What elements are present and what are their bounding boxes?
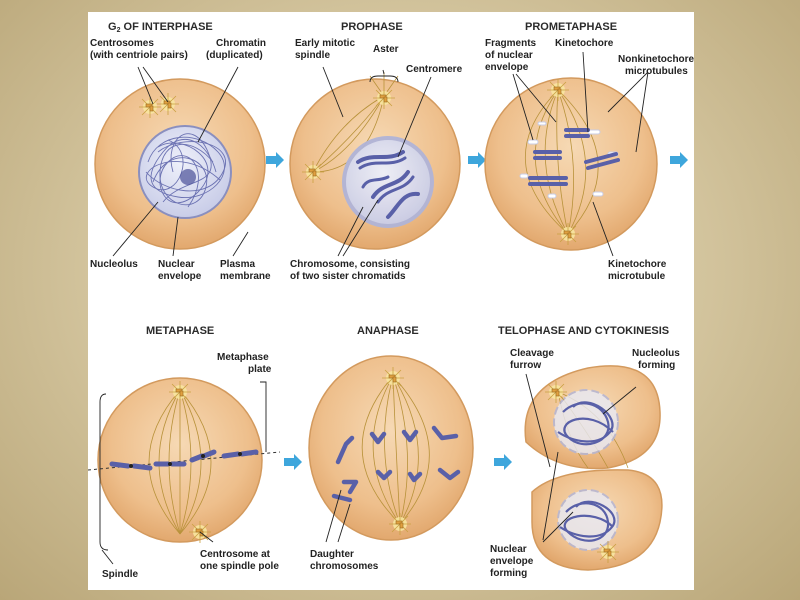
label-plasma-membrane-sub: membrane bbox=[220, 271, 271, 282]
centrosome-icon bbox=[596, 540, 620, 564]
prometaphase-title: PROMETAPHASE bbox=[525, 21, 617, 33]
label-aster: Aster bbox=[373, 44, 399, 55]
centrosome-icon bbox=[388, 512, 412, 536]
label-fragments-3: envelope bbox=[485, 62, 529, 73]
anaphase-title: ANAPHASE bbox=[357, 325, 419, 337]
label-cleavage-sub: furrow bbox=[510, 360, 541, 371]
label-nuclear-envelope-sub: envelope bbox=[158, 271, 202, 282]
label-centrosome-pole-sub: one spindle pole bbox=[200, 561, 279, 572]
label-nuclear-forming-3: forming bbox=[490, 568, 527, 579]
label-nuclear-forming-2: envelope bbox=[490, 556, 534, 567]
label-nuclear-forming: Nuclear bbox=[490, 544, 527, 555]
label-kinetochore-mt: Kinetochore bbox=[608, 259, 667, 270]
label-nucleolus: Nucleolus bbox=[90, 259, 138, 270]
label-early-spindle-sub: spindle bbox=[295, 50, 330, 61]
label-chromosome-sub: of two sister chromatids bbox=[290, 271, 406, 282]
anaphase-panel: ANAPHASE Daughter chromosomes bbox=[308, 325, 474, 572]
anaphase-spindle bbox=[361, 375, 430, 525]
g2-interphase-panel: G2 OF INTERPHASE Centrosomes (with centr… bbox=[90, 21, 271, 282]
label-nuclear-envelope: Nuclear bbox=[158, 259, 195, 270]
label-cleavage: Cleavage bbox=[510, 348, 554, 359]
label-metaphase-plate-sub: plate bbox=[248, 364, 272, 375]
centrosome-icon bbox=[301, 160, 325, 184]
label-chromosome: Chromosome, consisting bbox=[290, 259, 410, 270]
label-daughter-sub: chromosomes bbox=[310, 561, 379, 572]
arrow-right-icon bbox=[494, 454, 512, 470]
centrosome-icon bbox=[168, 380, 192, 404]
prophase-nucleus bbox=[342, 136, 434, 228]
metaphase-chromosomes bbox=[109, 449, 259, 471]
label-nucleolus-forming: Nucleolus bbox=[632, 348, 680, 359]
label-chromatin: Chromatin bbox=[216, 38, 266, 49]
label-nucleolus-forming-sub: forming bbox=[638, 360, 675, 371]
centrosome-icon bbox=[546, 78, 570, 102]
label-centrosomes: Centrosomes bbox=[90, 38, 154, 49]
label-daughter: Daughter bbox=[310, 549, 354, 560]
label-kinetochore: Kinetochore bbox=[555, 38, 614, 49]
centrosome-icon bbox=[556, 222, 580, 246]
label-chromatin-sub: (duplicated) bbox=[206, 50, 263, 61]
label-early-spindle: Early mitotic bbox=[295, 38, 355, 49]
label-fragments-2: of nuclear bbox=[485, 50, 533, 61]
telophase-panel: TELOPHASE AND CYTOKINESIS Cleavage furro… bbox=[490, 325, 680, 579]
label-nonkinetochore-sub: microtubules bbox=[625, 66, 688, 77]
prometaphase-cell bbox=[484, 77, 658, 251]
centrosome-icon bbox=[138, 95, 162, 119]
arrow-right-icon bbox=[468, 152, 486, 168]
metaphase-panel: METAPHASE Metaphase plate Spin bbox=[87, 325, 281, 580]
label-centrosomes-sub: (with centriole pairs) bbox=[90, 50, 188, 61]
label-centromere: Centromere bbox=[406, 64, 463, 75]
mitosis-diagram: G2 OF INTERPHASE Centrosomes (with centr… bbox=[87, 21, 695, 580]
centrosome-icon bbox=[544, 380, 568, 404]
g2-nucleolus bbox=[180, 169, 196, 185]
label-metaphase-plate: Metaphase bbox=[217, 352, 269, 363]
arrow-right-icon bbox=[284, 454, 302, 470]
prometaphase-chromosomes bbox=[528, 128, 620, 186]
prophase-title: PROPHASE bbox=[341, 21, 403, 33]
telophase-chromatin bbox=[557, 401, 616, 542]
arrow-right-icon bbox=[266, 152, 284, 168]
label-nonkinetochore: Nonkinetochore bbox=[618, 54, 694, 65]
label-kinetochore-mt-sub: microtubule bbox=[608, 271, 666, 282]
centrosome-icon bbox=[156, 92, 180, 116]
label-fragments: Fragments bbox=[485, 38, 537, 49]
label-spindle: Spindle bbox=[102, 569, 139, 580]
metaphase-title: METAPHASE bbox=[146, 325, 214, 337]
g2-title: G2 OF INTERPHASE bbox=[108, 21, 213, 34]
label-centrosome-pole: Centrosome at bbox=[200, 549, 271, 560]
prophase-panel: PROPHASE Early mitotic spindle bbox=[289, 21, 463, 282]
anaphase-chromosomes bbox=[331, 425, 461, 503]
telophase-title: TELOPHASE AND CYTOKINESIS bbox=[498, 325, 669, 337]
g2-chromatin bbox=[145, 133, 226, 208]
prometaphase-panel: PROMETAPHASE Fragments of bbox=[484, 21, 695, 282]
centrosome-icon bbox=[381, 366, 405, 390]
prophase-chromosomes bbox=[356, 150, 420, 219]
mitosis-diagram-panel: G2 OF INTERPHASE Centrosomes (with centr… bbox=[87, 12, 695, 590]
label-plasma-membrane: Plasma bbox=[220, 259, 255, 270]
centrosome-icon bbox=[372, 86, 396, 110]
arrow-right-icon bbox=[670, 152, 688, 168]
